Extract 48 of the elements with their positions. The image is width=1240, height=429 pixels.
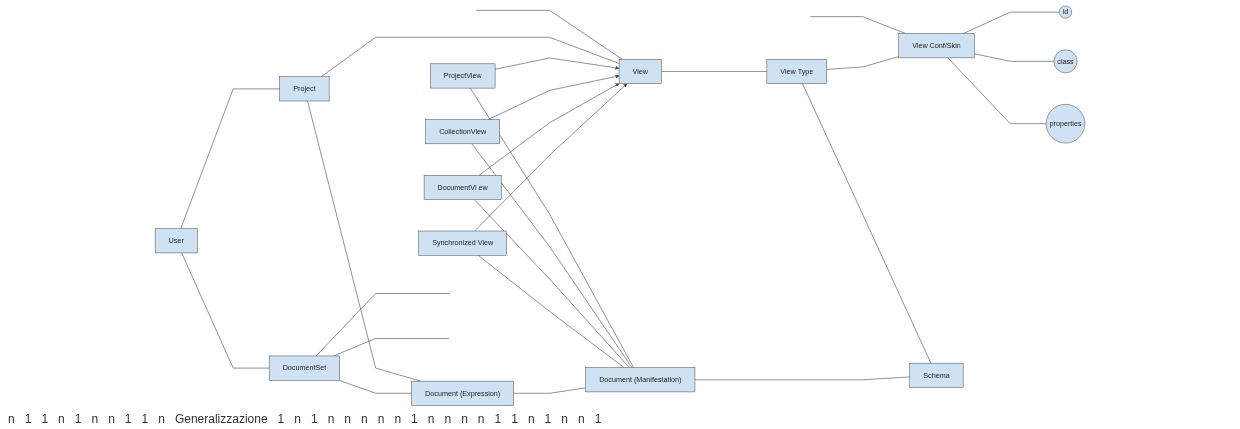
cardinality-label: 1 [277,412,285,426]
cardinality-label: 1 [41,412,49,426]
cardinality-label: 1 [141,412,149,426]
connector [475,10,623,60]
cardinality-label: n [8,412,15,426]
cardinality-label: 1 [411,412,418,426]
connector [694,376,911,381]
cardinality-label: 1 [74,412,82,426]
cardinality-label: 1 [124,412,132,426]
cardinality-label: n [327,412,335,426]
cardinality-label: n [477,412,485,426]
connector [471,143,633,368]
connector [810,16,906,34]
cardinality-label: n [527,412,535,426]
connector [513,387,586,394]
cardinality-label: n [344,412,352,426]
connector [181,252,270,369]
connector [315,293,450,357]
cardinality-label: n [444,412,452,426]
cardinality-label: 1 [544,412,552,426]
connector [477,255,625,368]
cardinality-label: n [58,412,65,426]
cardinality-label: n [394,412,402,426]
cardinality-label: n [361,412,368,426]
cardinality-label: n [108,412,115,426]
connector [661,71,768,72]
cardinality-label: 1 [511,412,518,426]
cardinality-label: 1 [594,412,602,426]
connector [473,199,630,368]
cardinality-label: n [577,412,585,426]
connector [826,56,899,70]
cardinality-label: n [461,412,468,426]
cardinality-label: n [377,412,385,426]
connector [470,87,634,368]
cardinality-label: n [294,412,301,426]
cardinality-label: 1 [24,412,32,426]
connector [973,53,1055,62]
cardinality-label: 1 [494,412,502,426]
cardinality-label: n [427,412,435,426]
connector [802,83,932,364]
cardinality-label: n [91,412,99,426]
cardinality-label: 1 [310,412,318,426]
cardinality-label: Generalizzazione [174,412,268,426]
cardinality-label: n [158,412,165,426]
connector [338,379,412,394]
connector [947,57,1047,124]
connector [180,88,281,229]
cardinality-label: n [561,412,568,426]
